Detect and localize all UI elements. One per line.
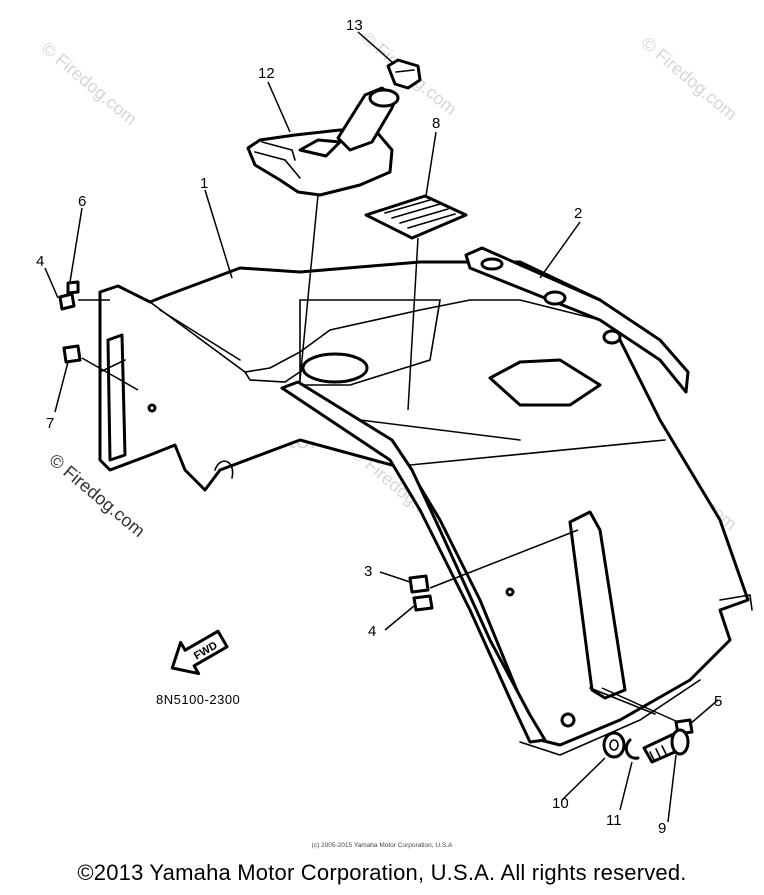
callout-4: 4: [36, 253, 44, 270]
callout-9: 9: [658, 820, 666, 837]
cap-part-13: [386, 58, 422, 90]
clip-part-6: [66, 280, 80, 295]
pad-part-7: [62, 344, 82, 364]
front-cover-part-1: [98, 260, 753, 756]
clip-part-4-right: [412, 594, 434, 612]
callout-1: 1: [200, 175, 208, 192]
clip-part-11: [624, 738, 640, 760]
filler-neck-part-12: [246, 86, 400, 197]
watermark-firedog-dark: © Firedog.com: [45, 450, 148, 541]
copyright-notice: ©2013 Yamaha Motor Corporation, U.S.A. A…: [77, 860, 687, 885]
fastener-parts: [58, 280, 694, 764]
watermark-firedog: © Firedog.com: [637, 33, 740, 124]
bolt-part-9: [642, 728, 690, 764]
callouts: 13 12 8 1 2 6 4 7 3 4 5 10 11 9: [36, 17, 722, 837]
clip-part-4-left: [58, 292, 76, 311]
washer-part-10: [602, 731, 626, 759]
trim-strip-part-2: [464, 246, 690, 394]
fwd-arrow: FWD: [170, 629, 229, 676]
callout-13: 13: [346, 17, 363, 34]
callout-3: 3: [364, 563, 372, 580]
callout-2: 2: [574, 205, 582, 222]
nut-part-3: [408, 574, 430, 594]
watermark-firedog: © Firedog.com: [37, 38, 140, 129]
callout-8: 8: [432, 115, 440, 132]
callout-12: 12: [258, 65, 275, 82]
callout-10: 10: [552, 795, 569, 812]
label-part-8: [364, 194, 468, 240]
small-copyright: (c) 2005-2015 Yamaha Motor Corporation, …: [311, 842, 453, 849]
callout-7: 7: [46, 415, 54, 432]
callout-5: 5: [714, 693, 722, 710]
diagram-code: 8N5100-2300: [156, 692, 240, 707]
leader-lines: [44, 31, 719, 823]
callout-4: 4: [368, 623, 376, 640]
callout-6: 6: [78, 193, 86, 210]
callout-11: 11: [606, 812, 622, 829]
